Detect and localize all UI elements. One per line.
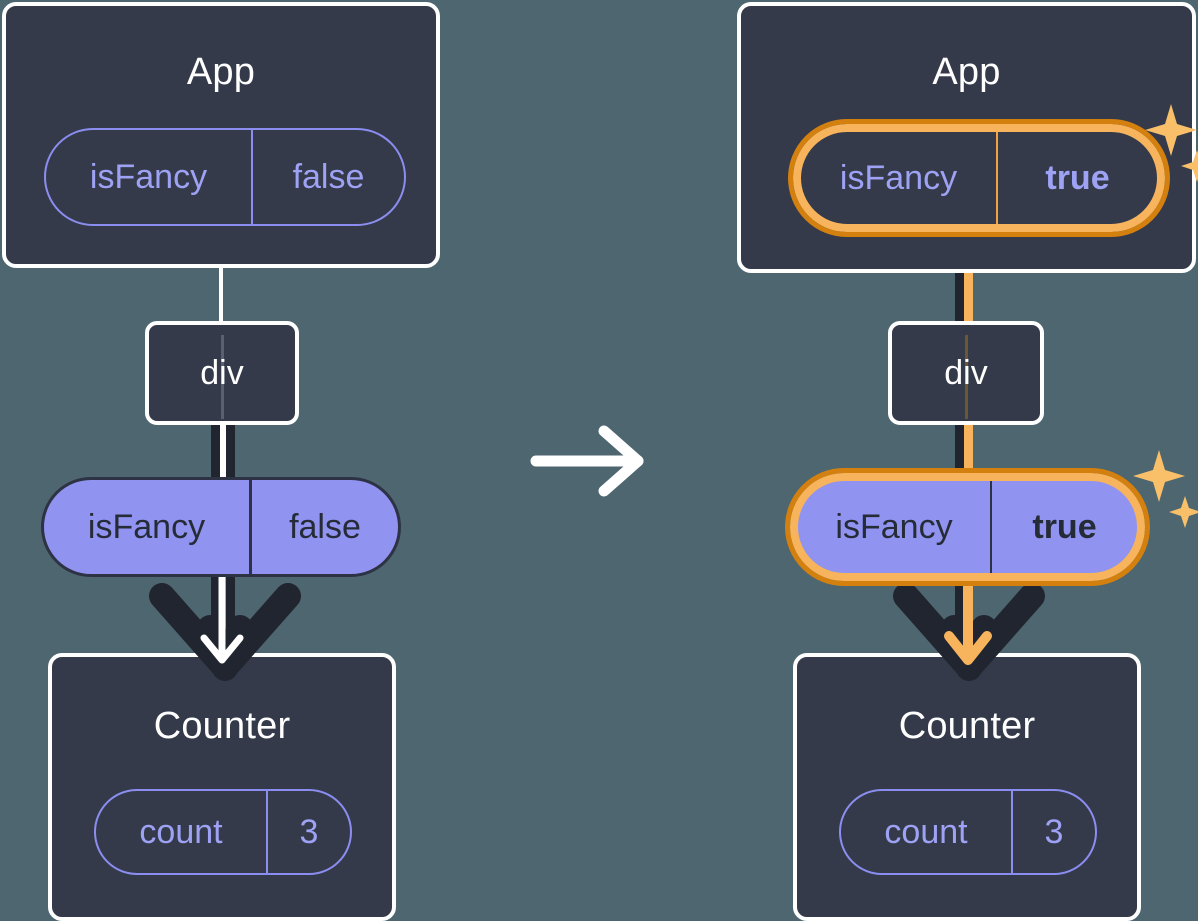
propagated-state-pill-value-left: false [249,480,398,574]
propagated-state-pill-name-right: isFancy [835,507,953,546]
wire-div-to-pill-dark2-left [226,420,235,482]
arrow-pill-to-counter-white-left [200,570,244,664]
counter-state-pill-name-left: count [139,812,223,851]
wire-div-to-pill-orange-right [964,420,973,482]
div-node-inner-line-left [221,335,224,419]
wire-div-to-pill-dark-left [211,420,220,482]
div-node-label-left: div [200,353,244,392]
div-node-left: div [145,321,299,425]
counter-card-title-left: Counter [153,705,291,747]
propagated-state-pill-right: isFancy true [785,468,1150,586]
counter-state-pill-name-right: count [884,812,968,851]
propagated-state-pill-left: isFancy false [41,477,401,577]
div-node-label-right: div [944,353,988,392]
counter-state-pill-right: count 3 [839,789,1097,875]
wire-pill-to-counter-dark-left [211,570,220,660]
counter-card-title-right: Counter [898,705,1036,747]
app-state-pill-value-right: true [996,132,1157,224]
counter-card-left: Counter count 3 [48,653,396,921]
div-node-right: div [888,321,1044,425]
counter-card-right: Counter count 3 [793,653,1141,921]
app-state-pill-right: isFancy true [788,119,1170,237]
counter-state-pill-left: count 3 [94,789,352,875]
div-node-inner-line-right [965,335,968,419]
app-state-pill-name-right: isFancy [839,158,958,197]
wire-app-to-div-left [219,265,223,325]
propagated-state-pill-name-left: isFancy [87,507,206,546]
app-state-pill-left: isFancy false [44,128,406,226]
app-state-pill-name-left: isFancy [89,157,208,196]
wire-div-to-pill-white-left [220,420,226,482]
propagated-state-pill-value-right: true [990,481,1137,573]
app-card-left: App isFancy false [2,2,440,268]
app-card-title-left: App [186,51,256,93]
wire-pill-to-counter-dark-right [955,570,964,660]
sparkles-icon-app-right [1145,104,1198,182]
wire-div-to-pill-dark-right [955,420,964,482]
transition-arrow-right-icon [530,425,644,497]
counter-state-pill-value-left: 3 [266,791,350,873]
app-card-right: App isFancy true [737,2,1198,273]
app-state-pill-value-left: false [251,130,404,224]
sparkles-icon-pill-right [1133,450,1198,528]
wire-pill-to-counter-dark2-left [226,570,235,660]
arrow-pill-to-counter-orange-right [944,570,992,665]
counter-state-pill-value-right: 3 [1011,791,1095,873]
app-card-title-right: App [932,51,1001,93]
